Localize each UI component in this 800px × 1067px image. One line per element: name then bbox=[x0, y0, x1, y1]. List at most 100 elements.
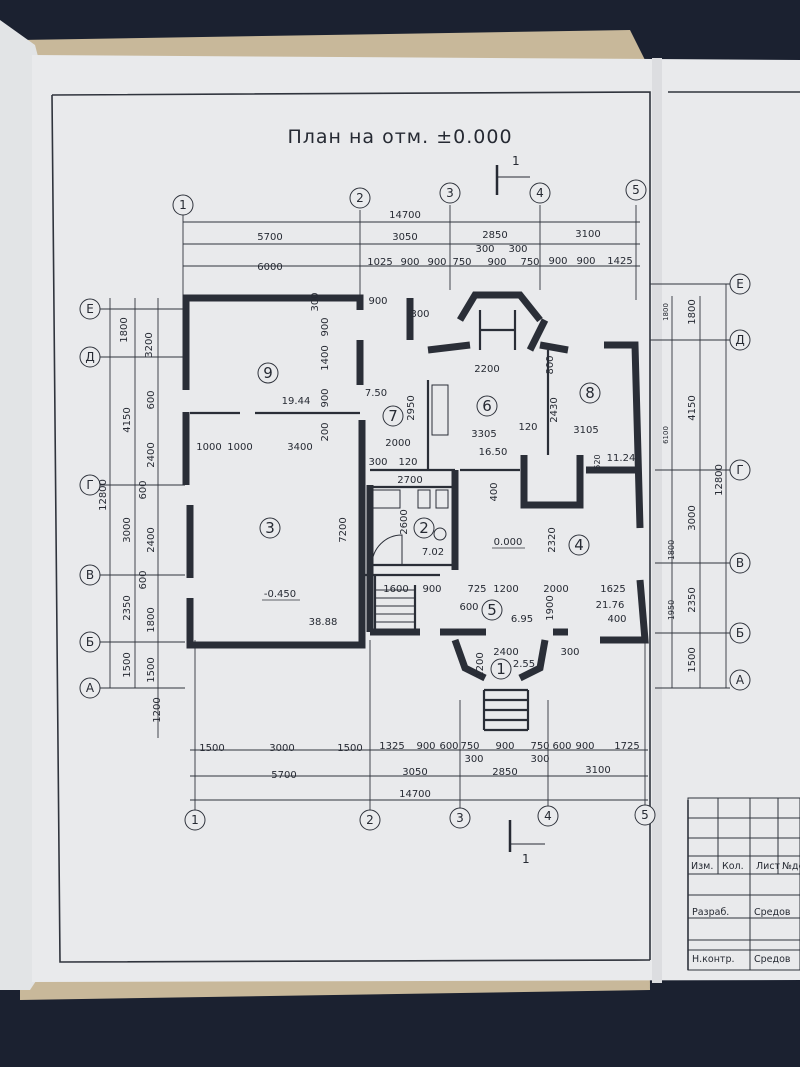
dim-top-r1-0: 5700 bbox=[257, 232, 282, 243]
room-labels: 1 2 3 4 5 6 7 8 9 bbox=[257, 362, 601, 680]
dim-top-extra-1: 300 bbox=[508, 244, 527, 255]
axis-label-D-left: Д bbox=[85, 350, 94, 364]
room-area-3: 38.88 bbox=[309, 617, 338, 628]
room-number-7: 7 bbox=[388, 407, 398, 425]
dim-top-extra-0: 300 bbox=[475, 244, 494, 255]
dim-int-32: 400 bbox=[607, 614, 626, 625]
room-area-5: 6.95 bbox=[511, 614, 533, 625]
axis-label-1-top: 1 bbox=[179, 198, 187, 212]
dim-right-inner-3: 1950 bbox=[667, 600, 676, 620]
level-mark-living: 0.000 bbox=[494, 537, 523, 548]
dim-int-26: 900 bbox=[422, 584, 441, 595]
dim-top-r2-5: 900 bbox=[487, 257, 506, 268]
drawing-sheet bbox=[32, 55, 800, 982]
room-number-9: 9 bbox=[263, 364, 273, 382]
dim-left-inner2-4: 1200 bbox=[152, 697, 163, 722]
dim-int-27: 725 bbox=[467, 584, 486, 595]
sheet-fold-crease bbox=[652, 58, 662, 983]
tb-role-developer: Разраб. bbox=[692, 907, 729, 918]
bathroom-fixtures bbox=[371, 384, 449, 566]
axis-label-5-bottom: 5 bbox=[641, 808, 649, 822]
dim-int-11: 2200 bbox=[474, 364, 499, 375]
dim-int-37: 520 bbox=[593, 454, 602, 469]
room-number-5: 5 bbox=[487, 601, 497, 619]
dim-bot-r1-9: 600 bbox=[552, 741, 571, 752]
dimension-lines bbox=[100, 205, 730, 810]
room-area-2: 7.02 bbox=[422, 547, 444, 558]
level-marks: -0.450 0.000 bbox=[262, 537, 525, 601]
dim-top-r2-2: 900 bbox=[400, 257, 419, 268]
axis-label-4-top: 4 bbox=[536, 186, 544, 200]
dim-bot-r1-6: 750 bbox=[460, 741, 479, 752]
dim-top-r1-2: 2850 bbox=[482, 230, 507, 241]
dim-bot-r1-5: 600 bbox=[439, 741, 458, 752]
interior-partitions bbox=[190, 310, 550, 732]
dim-right-outer: 12800 bbox=[714, 464, 725, 496]
tb-name-developer: Средов bbox=[754, 907, 791, 918]
room-number-8: 8 bbox=[585, 384, 595, 402]
room-areas: 2.55 7.02 38.88 21.76 6.95 16.50 7.50 11… bbox=[282, 388, 636, 670]
dim-left-mid-2: 2350 bbox=[122, 595, 133, 620]
axis-label-V-right: В bbox=[736, 556, 744, 570]
dim-bot-r1-2: 1500 bbox=[337, 743, 362, 754]
dim-int-0: 900 bbox=[368, 296, 387, 307]
dim-left-inner2-3: 600 bbox=[138, 570, 149, 589]
room-number-4: 4 bbox=[574, 536, 584, 554]
dim-bot-r1-1: 3000 bbox=[269, 743, 294, 754]
dim-int-16: 2000 bbox=[385, 438, 410, 449]
axis-label-E-left: Е bbox=[86, 302, 94, 316]
dim-int-10: 7200 bbox=[338, 517, 349, 542]
plan-title: План на отм. ±0.000 bbox=[287, 126, 512, 148]
axis-label-3-top: 3 bbox=[446, 186, 454, 200]
dim-int-9: 3400 bbox=[287, 442, 312, 453]
dim-right-inner-0: 1800 bbox=[662, 303, 670, 321]
dim-int-12: 2430 bbox=[549, 397, 560, 422]
vertical-dimension-texts: 12800 4150 3000 2350 1500 1800 2400 2400… bbox=[98, 299, 725, 722]
dim-bot-r2-1: 3050 bbox=[402, 767, 427, 778]
dim-bot-r2-0: 5700 bbox=[271, 770, 296, 781]
axis-label-G-right: Г bbox=[736, 463, 743, 477]
axis-label-3-bottom: 3 bbox=[456, 811, 464, 825]
dim-int-14: 120 bbox=[518, 422, 537, 433]
building-walls bbox=[182, 291, 649, 682]
room-number-6: 6 bbox=[482, 397, 492, 415]
room-area-1: 2.55 bbox=[513, 659, 535, 670]
interior-dimension-texts: 900 300 900 1400 900 300 200 1000 1000 3… bbox=[196, 292, 626, 677]
dim-int-23: 2320 bbox=[547, 527, 558, 552]
dim-bot-r2-2: 2850 bbox=[492, 767, 517, 778]
dim-top-r2-8: 900 bbox=[576, 256, 595, 267]
tb-name-ncontrol: Средов bbox=[754, 954, 791, 965]
dim-left-inner-3: 1800 bbox=[146, 607, 157, 632]
tb-role-ncontrol: Н.контр. bbox=[692, 954, 735, 965]
axis-label-B-left: Б bbox=[86, 635, 94, 649]
dim-left-mid-1: 3000 bbox=[122, 517, 133, 542]
dim-int-25: 1600 bbox=[383, 584, 408, 595]
dim-left-inner-4: 1500 bbox=[146, 657, 157, 682]
dim-left-inner-1: 2400 bbox=[146, 442, 157, 467]
dim-bot-overall: 14700 bbox=[399, 789, 431, 800]
tb-header-kol: Кол. bbox=[722, 861, 744, 872]
dim-left-inner-0: 1800 bbox=[119, 317, 130, 342]
axis-bubbles bbox=[79, 179, 751, 831]
dim-top-r1-1: 3050 bbox=[392, 232, 417, 243]
dim-bot-r1-0: 1500 bbox=[199, 743, 224, 754]
dim-top-overall: 14700 bbox=[389, 210, 421, 221]
dim-bot-extra-1: 300 bbox=[530, 754, 549, 765]
dim-bot-r1-10: 900 bbox=[575, 741, 594, 752]
dim-int-34: 300 bbox=[560, 647, 579, 658]
dim-int-13: 3305 bbox=[471, 429, 496, 440]
dim-int-2: 900 bbox=[320, 317, 331, 336]
dim-bot-r1-11: 1725 bbox=[614, 741, 639, 752]
dim-top-r2-9: 1425 bbox=[607, 256, 632, 267]
axis-label-V-left: В bbox=[86, 568, 94, 582]
dim-bot-r1-8: 750 bbox=[530, 741, 549, 752]
dim-left-inner2-1: 600 bbox=[146, 390, 157, 409]
dim-left-inner2-0: 3200 bbox=[144, 332, 155, 357]
axis-label-B-right: Б bbox=[736, 626, 744, 640]
section-label-bottom: 1 bbox=[522, 852, 530, 866]
dim-int-7: 1000 bbox=[196, 442, 221, 453]
axis-label-E-right: Е bbox=[736, 277, 744, 291]
dim-bot-r2-3: 3100 bbox=[585, 765, 610, 776]
tb-header-izm: Изм. bbox=[691, 861, 713, 872]
